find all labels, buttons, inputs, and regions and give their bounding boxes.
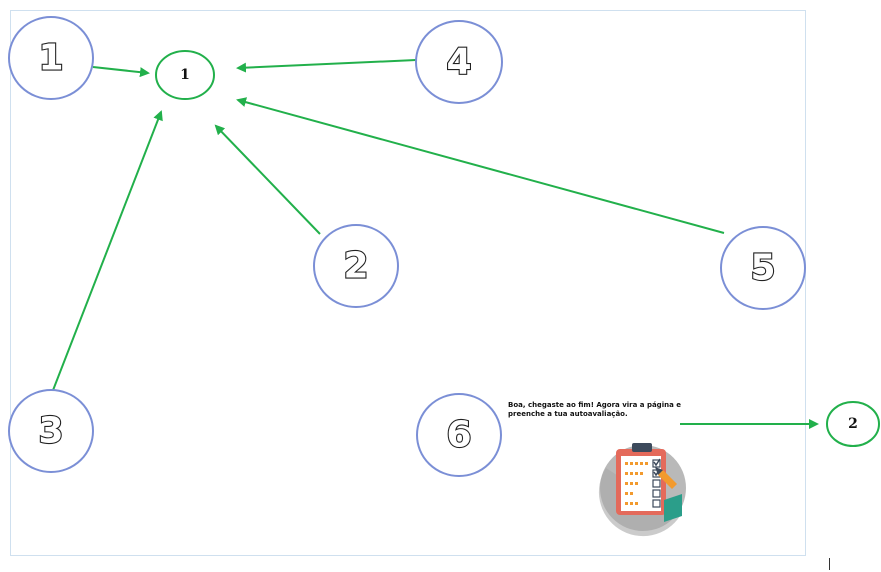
target-circle-1 xyxy=(155,50,215,100)
clipboard-checklist-icon xyxy=(598,443,686,537)
arrow-4-to-target-1 xyxy=(236,59,417,73)
numbered-circle-2-label: 2 xyxy=(343,246,368,287)
target-circle-2-label: 2 xyxy=(848,416,858,432)
arrow-5-to-target-1 xyxy=(236,97,725,234)
text-cursor xyxy=(829,558,830,570)
numbered-circle-5-label: 5 xyxy=(750,248,775,289)
arrow-1-to-target-1 xyxy=(92,66,150,78)
numbered-circle-4-label: 4 xyxy=(446,42,471,83)
arrow-2-to-target-1 xyxy=(214,124,321,235)
numbered-circle-3 xyxy=(8,389,94,473)
numbered-circle-1 xyxy=(8,16,94,100)
target-circle-1-label: 1 xyxy=(180,67,190,83)
numbered-circle-5 xyxy=(720,226,806,310)
arrow-3-to-target-1 xyxy=(49,110,163,399)
numbered-circle-3-label: 3 xyxy=(38,411,63,452)
numbered-circle-4 xyxy=(415,20,503,104)
numbered-circle-1-label: 1 xyxy=(38,38,63,79)
completion-message: Boa, chegaste ao fim! Agora vira a págin… xyxy=(508,401,681,418)
numbered-circle-6-label: 6 xyxy=(446,415,471,456)
page-frame xyxy=(10,10,806,556)
target-circle-2 xyxy=(826,401,880,447)
numbered-circle-6 xyxy=(416,393,502,477)
numbered-circle-2 xyxy=(313,224,399,308)
